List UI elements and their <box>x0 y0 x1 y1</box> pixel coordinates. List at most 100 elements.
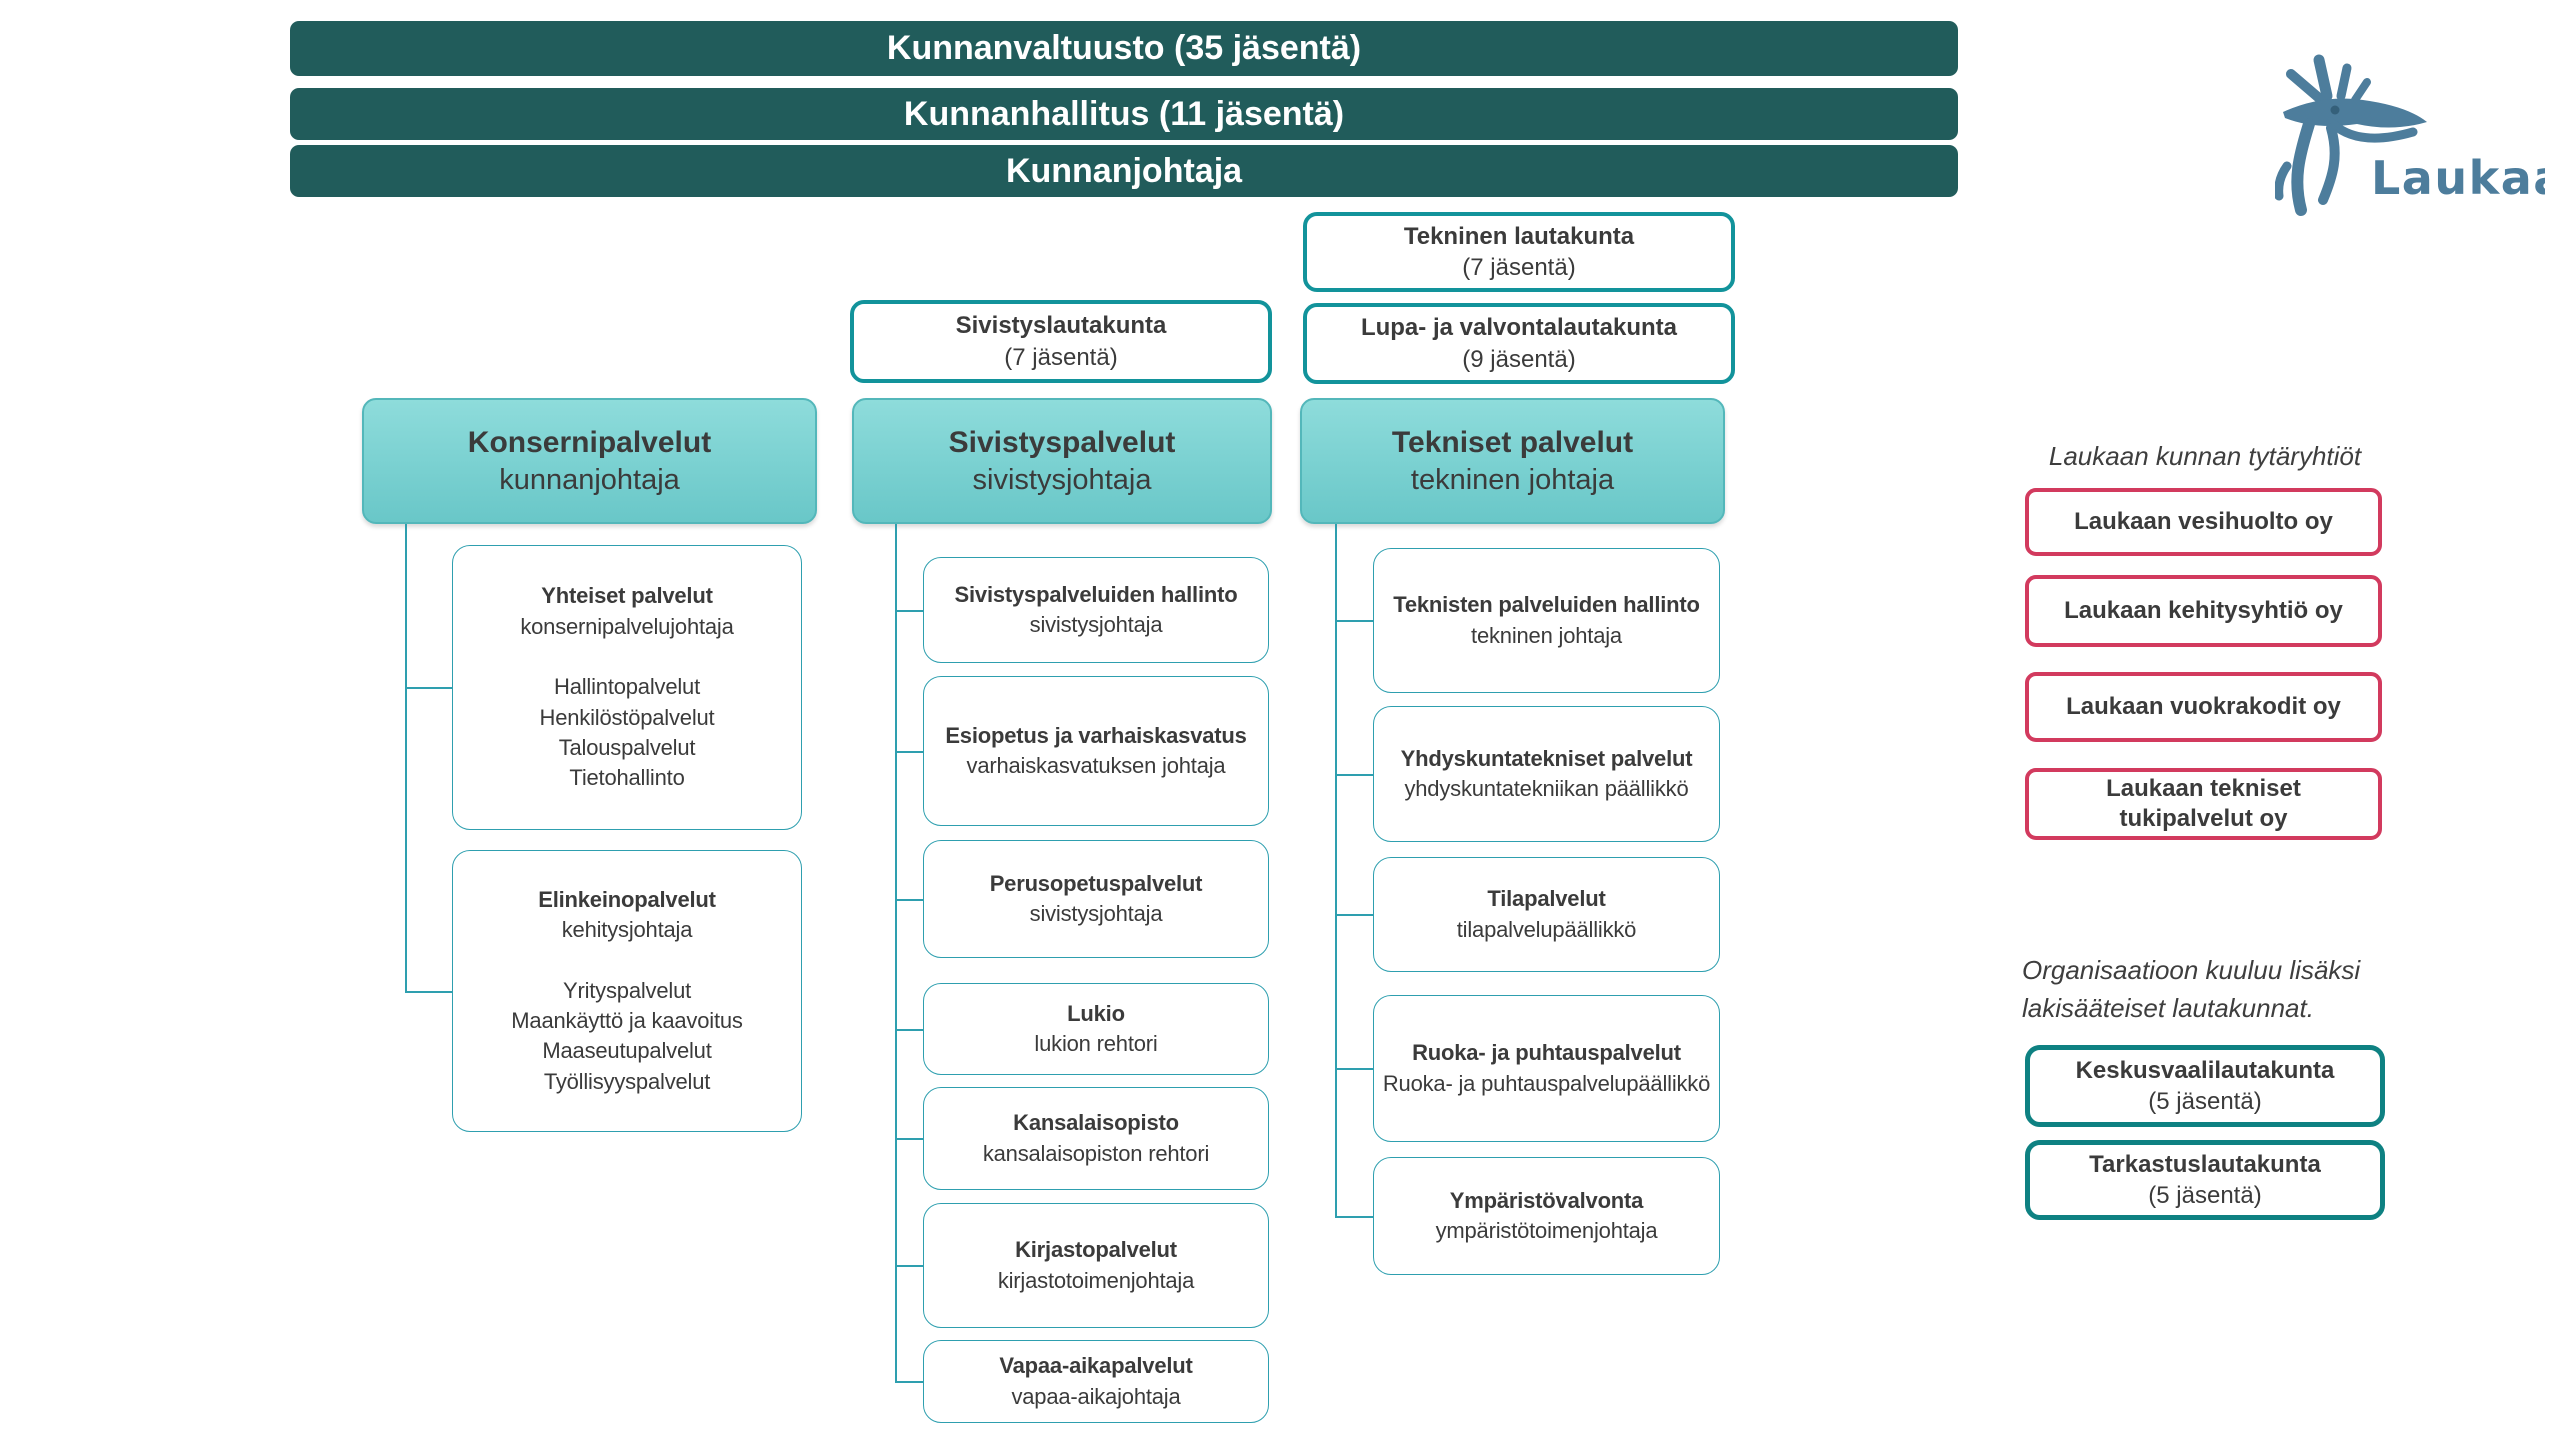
unit-box-perusopetuspalvelut: Perusopetuspalvelut sivistysjohtaja <box>923 840 1269 958</box>
unit-title: Yhdyskuntatekniset palvelut <box>1400 745 1693 771</box>
unit-box-yhdyskuntatekniset-palvelut: Yhdyskuntatekniset palvelut yhdyskuntate… <box>1373 706 1720 842</box>
bar-kunnanhallitus: Kunnanhallitus (11 jäsentä) <box>290 88 1958 140</box>
unit-item: Tietohallinto <box>569 765 685 791</box>
board-members: (5 jäsentä) <box>2148 1088 2262 1115</box>
unit-subtitle: tilapalvelupäällikkö <box>1456 916 1637 942</box>
board-box-tarkastuslautakunta: Tarkastuslautakunta (5 jäsentä) <box>2025 1140 2385 1220</box>
unit-box-kirjastopalvelut: Kirjastopalvelut kirjastotoimenjohtaja <box>923 1203 1269 1328</box>
unit-title: Sivistyspalveluiden hallinto <box>954 581 1238 607</box>
unit-box-vapaa-aikapalvelut: Vapaa-aikapalvelut vapaa-aikajohtaja <box>923 1340 1269 1423</box>
connector-line <box>895 751 923 753</box>
unit-subtitle: Ruoka- ja puhtauspalvelupäällikkö <box>1382 1070 1711 1096</box>
unit-item: Henkilöstöpalvelut <box>539 704 715 730</box>
company-label: Laukaan tekniset tukipalvelut oy <box>2106 775 2301 832</box>
unit-subtitle: tekninen johtaja <box>1471 622 1622 648</box>
unit-box-ruoka-ja-puhtauspalvelut: Ruoka- ja puhtauspalvelut Ruoka- ja puht… <box>1373 995 1720 1142</box>
committee-members: (7 jäsentä) <box>1462 254 1576 281</box>
unit-title: Perusopetuspalvelut <box>989 870 1203 896</box>
connector-line <box>1335 914 1373 916</box>
unit-subtitle: konsernipalvelujohtaja <box>520 613 734 639</box>
connector-line <box>895 1265 923 1267</box>
unit-item: Talouspalvelut <box>558 734 696 760</box>
bar-kunnanjohtaja: Kunnanjohtaja <box>290 145 1958 197</box>
unit-title: Ympäristövalvonta <box>1449 1187 1644 1213</box>
unit-title: Elinkeinopalvelut <box>538 886 716 912</box>
connector-line <box>1335 774 1373 776</box>
connector-line <box>1335 524 1337 1216</box>
company-box-vuokrakodit: Laukaan vuokrakodit oy <box>2025 672 2382 742</box>
unit-subtitle: ympäristötoimenjohtaja <box>1435 1218 1658 1243</box>
connector-line <box>1335 620 1373 622</box>
bar-label: Kunnanvaltuusto (35 jäsentä) <box>886 29 1362 67</box>
committee-box-tekninen-lautakunta: Tekninen lautakunta (7 jäsentä) <box>1303 212 1735 292</box>
connector-line <box>895 610 923 612</box>
committee-title: Sivistyslautakunta <box>955 312 1167 340</box>
dept-title: Konsernipalvelut <box>467 426 712 460</box>
company-label: Laukaan kehitysyhtiö oy <box>2064 597 2343 624</box>
connector-line <box>405 524 407 991</box>
company-box-kehitysyhtio: Laukaan kehitysyhtiö oy <box>2025 575 2382 647</box>
company-label: Laukaan vuokrakodit oy <box>2066 693 2341 720</box>
logo-wordmark: Laukaa <box>2371 151 2545 205</box>
dept-subtitle: kunnanjohtaja <box>499 463 680 496</box>
unit-title: Tilapalvelut <box>1487 886 1606 912</box>
company-box-vesihuolto: Laukaan vesihuolto oy <box>2025 488 2382 556</box>
committee-box-sivistyslautakunta: Sivistyslautakunta (7 jäsentä) <box>850 300 1272 383</box>
unit-box-kansalaisopisto: Kansalaisopisto kansalaisopiston rehtori <box>923 1087 1269 1190</box>
committee-members: (7 jäsentä) <box>1004 343 1118 371</box>
connector-line <box>895 524 897 1381</box>
dept-subtitle: sivistysjohtaja <box>972 463 1152 496</box>
unit-box-lukio: Lukio lukion rehtori <box>923 983 1269 1075</box>
committee-members: (9 jäsentä) <box>1462 345 1576 373</box>
unit-subtitle: vapaa-aikajohtaja <box>1011 1383 1181 1409</box>
dept-header-sivistyspalvelut: Sivistyspalvelut sivistysjohtaja <box>852 398 1272 524</box>
connector-line <box>895 1138 923 1140</box>
unit-box-yhteiset-palvelut: Yhteiset palvelut konsernipalvelujohtaja… <box>452 545 802 830</box>
unit-box-teknisten-palveluiden-hallinto: Teknisten palveluiden hallinto tekninen … <box>1373 548 1720 693</box>
unit-title: Teknisten palveluiden hallinto <box>1393 592 1700 618</box>
statutory-caption: Organisaatioon kuuluu lisäksi lakisäätei… <box>2022 955 2361 1023</box>
unit-box-tilapalvelut: Tilapalvelut tilapalvelupäällikkö <box>1373 857 1720 972</box>
connector-line <box>405 687 452 689</box>
elk-eye <box>2330 105 2340 115</box>
company-label: Laukaan vesihuolto oy <box>2074 508 2333 535</box>
unit-subtitle: lukion rehtori <box>1034 1031 1158 1056</box>
unit-title: Kansalaisopisto <box>1013 1110 1179 1136</box>
unit-box-esiopetus-ja-varhaiskasvatus: Esiopetus ja varhaiskasvatus varhaiskasv… <box>923 676 1269 826</box>
unit-box-sivistyspalveluiden-hallinto: Sivistyspalveluiden hallinto sivistysjoh… <box>923 557 1269 663</box>
connector-line <box>895 1381 923 1383</box>
committee-box-lupa-ja-valvontalautakunta: Lupa- ja valvontalautakunta (9 jäsentä) <box>1303 303 1735 384</box>
unit-item: Hallintopalvelut <box>554 674 700 700</box>
unit-subtitle: yhdyskuntatekniikan päällikkö <box>1404 776 1689 801</box>
connector-line <box>895 899 923 901</box>
company-box-tekniset-tukipalvelut: Laukaan tekniset tukipalvelut oy <box>2025 768 2382 840</box>
unit-title: Vapaa-aikapalvelut <box>999 1353 1193 1379</box>
bar-kunnanvaltuusto: Kunnanvaltuusto (35 jäsentä) <box>290 21 1958 76</box>
unit-item: Maankäyttö ja kaavoitus <box>511 1008 743 1033</box>
bar-label: Kunnanhallitus (11 jäsentä) <box>903 94 1345 133</box>
bar-label: Kunnanjohtaja <box>1005 151 1243 190</box>
unit-title: Kirjastopalvelut <box>1015 1237 1177 1263</box>
elk-icon <box>2275 54 2427 216</box>
dept-header-konsernipalvelut: Konsernipalvelut kunnanjohtaja <box>362 398 817 524</box>
unit-item: Yrityspalvelut <box>562 977 692 1003</box>
dept-subtitle: tekninen johtaja <box>1410 463 1615 496</box>
unit-subtitle: sivistysjohtaja <box>1029 901 1163 926</box>
unit-title: Yhteiset palvelut <box>541 583 713 609</box>
connector-line <box>895 1029 923 1031</box>
unit-box-ymparistovalvonta: Ympäristövalvonta ympäristötoimenjohtaja <box>1373 1157 1720 1275</box>
unit-title: Lukio <box>1067 1000 1125 1026</box>
board-title: Keskusvaalilautakunta <box>2075 1056 2335 1084</box>
connector-line <box>405 991 452 993</box>
laukaa-logo: Laukaa <box>2275 54 2545 216</box>
unit-subtitle: sivistysjohtaja <box>1029 612 1163 637</box>
dept-header-tekniset-palvelut: Tekniset palvelut tekninen johtaja <box>1300 398 1725 524</box>
committee-title: Tekninen lautakunta <box>1403 222 1635 250</box>
unit-item: Maaseutupalvelut <box>542 1038 712 1064</box>
subsidiaries-caption: Laukaan kunnan tytäryhtiöt <box>2048 441 2362 471</box>
connector-line <box>1335 1068 1373 1070</box>
unit-subtitle: kehitysjohtaja <box>561 917 693 943</box>
dept-title: Tekniset palvelut <box>1391 426 1634 460</box>
unit-subtitle: kirjastotoimenjohtaja <box>997 1267 1195 1293</box>
